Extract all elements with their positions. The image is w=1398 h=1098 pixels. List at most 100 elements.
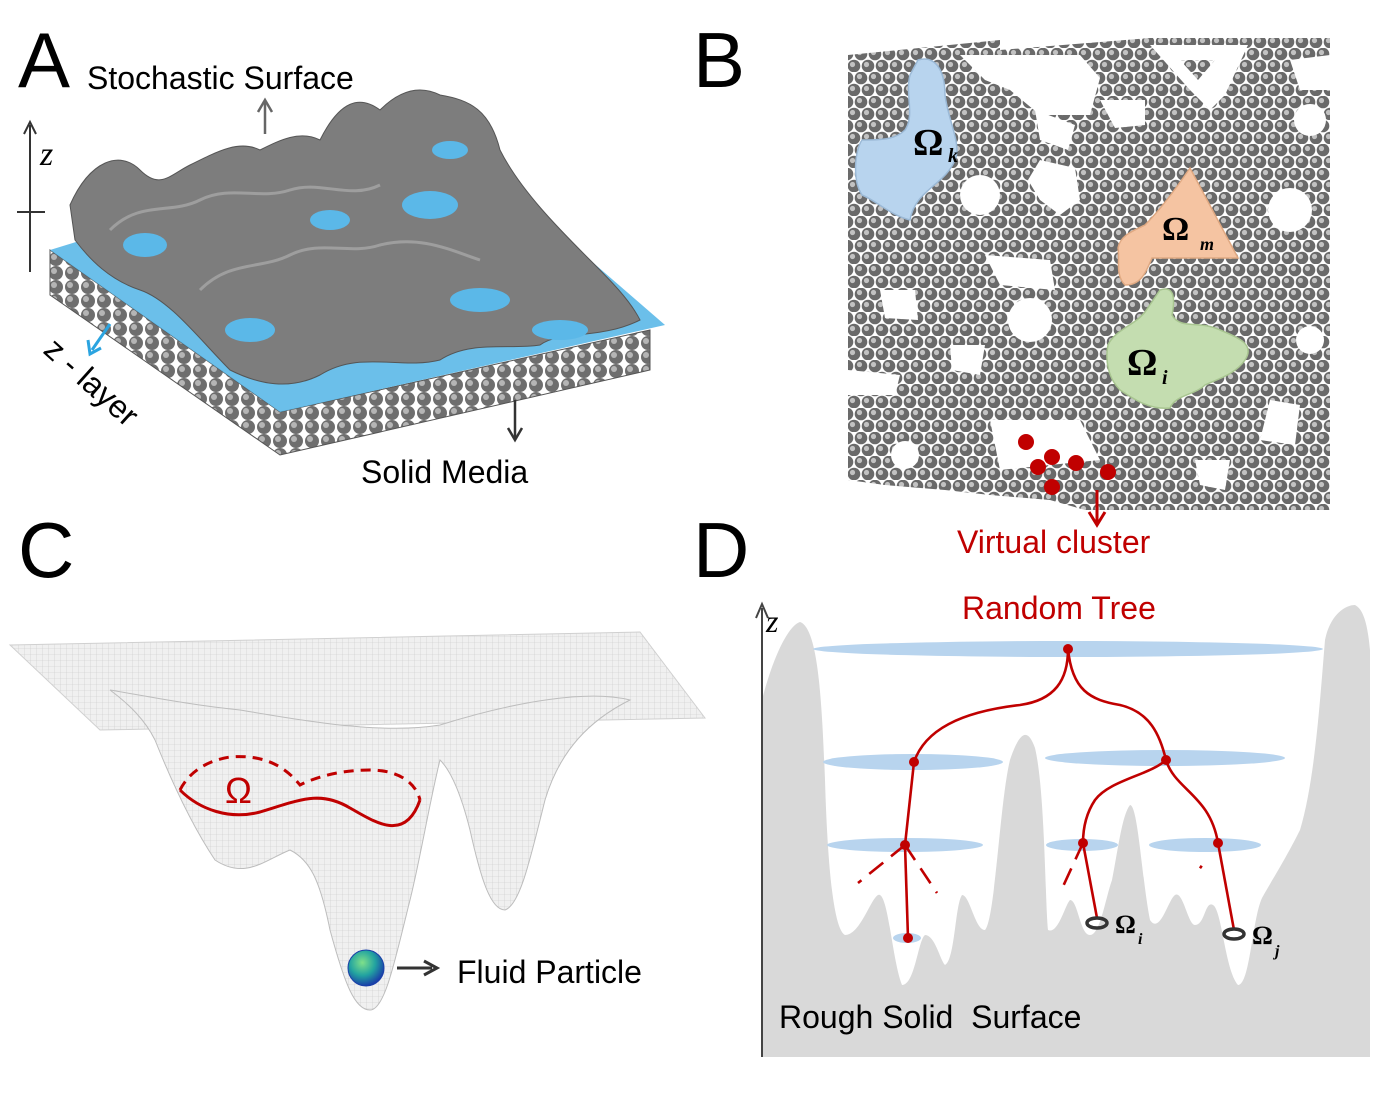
tree-branch — [1081, 842, 1099, 919]
surface-ridge — [198, 240, 481, 292]
pore — [1290, 55, 1330, 90]
energy-well — [109, 689, 632, 1011]
tree-node — [909, 757, 919, 767]
d-omega-j-subscript: j — [1272, 943, 1280, 960]
pore — [985, 255, 1055, 290]
surface-ridge — [108, 183, 381, 232]
tree-branch — [1081, 759, 1167, 844]
tree-branch — [1164, 759, 1220, 844]
z-layer-arrowhead — [86, 339, 102, 357]
panel-a: A z Stochastic Surface z - layer S — [17, 16, 665, 490]
panel-b: B Ω k Ω m Ω i — [693, 16, 1330, 560]
pore — [848, 370, 900, 395]
pore — [960, 175, 1000, 215]
tree-branch — [912, 648, 1070, 763]
omega-j-leaf — [1222, 927, 1246, 941]
pore — [960, 55, 1100, 115]
cluster-particle — [1044, 479, 1060, 495]
random-tree — [857, 648, 1236, 939]
tree-branch — [1066, 648, 1168, 761]
d-omega-j-symbol: Ω — [1252, 921, 1273, 950]
water-pool — [402, 191, 458, 219]
d-z-axis-label: z — [765, 603, 779, 639]
omega-label: Ω — [225, 770, 252, 811]
panel-a-label: A — [18, 16, 70, 104]
pore-omega-k — [854, 58, 958, 221]
pore — [891, 441, 919, 469]
tree-node — [900, 840, 910, 850]
fluid-particle-icon — [347, 949, 385, 987]
cluster-particle — [1018, 434, 1034, 450]
pore — [880, 290, 918, 320]
panel-b-label: B — [693, 16, 745, 104]
pore-omega-m — [1117, 166, 1240, 286]
omega-contour-back — [178, 755, 422, 801]
pore — [1100, 100, 1145, 128]
cluster-particle — [1068, 455, 1084, 471]
omega-i-symbol: Ω — [1127, 342, 1157, 384]
water-pool — [532, 320, 588, 340]
random-tree-label: Random Tree — [962, 590, 1156, 626]
tree-node — [1161, 755, 1171, 765]
pore — [1296, 326, 1324, 354]
pore — [950, 345, 985, 375]
z-axis-arrowhead — [23, 119, 37, 135]
pore-omega-i — [1106, 288, 1249, 409]
tree-branch-dashed — [903, 844, 939, 894]
tree-branch — [1216, 842, 1236, 931]
rough-surface-label: Rough Solid Surface — [779, 999, 1081, 1035]
cluster-particle — [1030, 459, 1046, 475]
water-pool — [450, 288, 510, 312]
pore-island — [1180, 60, 1215, 80]
z-layer-arrow — [90, 323, 112, 351]
omega-contour-front — [178, 788, 422, 828]
d-z-axis-arrowhead — [755, 601, 769, 619]
virtual-cluster-label: Virtual cluster — [957, 524, 1151, 560]
d-omega-i-symbol: Ω — [1115, 910, 1136, 939]
stochastic-surface-mesh — [69, 89, 641, 385]
water-pool — [123, 233, 167, 257]
pore — [1268, 188, 1312, 232]
pore — [1260, 400, 1300, 445]
tree-node — [903, 933, 913, 943]
omega-k-subscript: k — [948, 145, 958, 167]
porous-lattice — [848, 38, 1330, 510]
fluid-particle-arrowhead — [423, 959, 441, 977]
tree-node — [1213, 838, 1223, 848]
omega-m-symbol: Ω — [1162, 211, 1189, 248]
panel-c-label: C — [18, 506, 74, 594]
solid-media-label: Solid Media — [361, 454, 528, 490]
pore — [1195, 460, 1230, 490]
fluid-particle-label: Fluid Particle — [457, 954, 642, 990]
omega-i-subscript: i — [1162, 367, 1168, 389]
stochastic-surface-label: Stochastic Surface — [87, 60, 354, 96]
water-pool — [225, 318, 275, 342]
pore — [1294, 104, 1326, 136]
panel-d: D z — [693, 506, 1370, 1057]
pore — [1035, 110, 1075, 150]
water-pool — [432, 141, 468, 159]
cluster-particle — [1044, 449, 1060, 465]
tree-node — [1063, 644, 1073, 654]
panel-d-label: D — [693, 506, 749, 594]
d-omega-i-subscript: i — [1138, 931, 1143, 948]
tree-branch-dashed — [857, 843, 906, 885]
slice-level-3c — [1149, 838, 1261, 852]
tree-branch — [903, 761, 916, 846]
solid-media-arrowhead — [506, 427, 524, 443]
pore — [1008, 298, 1052, 342]
water-pool — [310, 210, 350, 230]
omega-k-symbol: Ω — [913, 122, 943, 164]
cluster-particle — [1100, 464, 1116, 480]
tree-nodes — [900, 644, 1223, 943]
tree-branch — [903, 844, 910, 939]
tree-branch-dashed — [1058, 842, 1085, 894]
virtual-cluster-arrowhead — [1087, 511, 1107, 528]
panel-c: C Ω Fluid Particle — [8, 506, 706, 1011]
omega-i-leaf — [1085, 916, 1109, 930]
tree-node — [1078, 838, 1088, 848]
rough-solid-surface — [762, 605, 1370, 1057]
omega-m-subscript: m — [1200, 234, 1214, 254]
stochastic-surface-arrowhead — [256, 97, 274, 113]
